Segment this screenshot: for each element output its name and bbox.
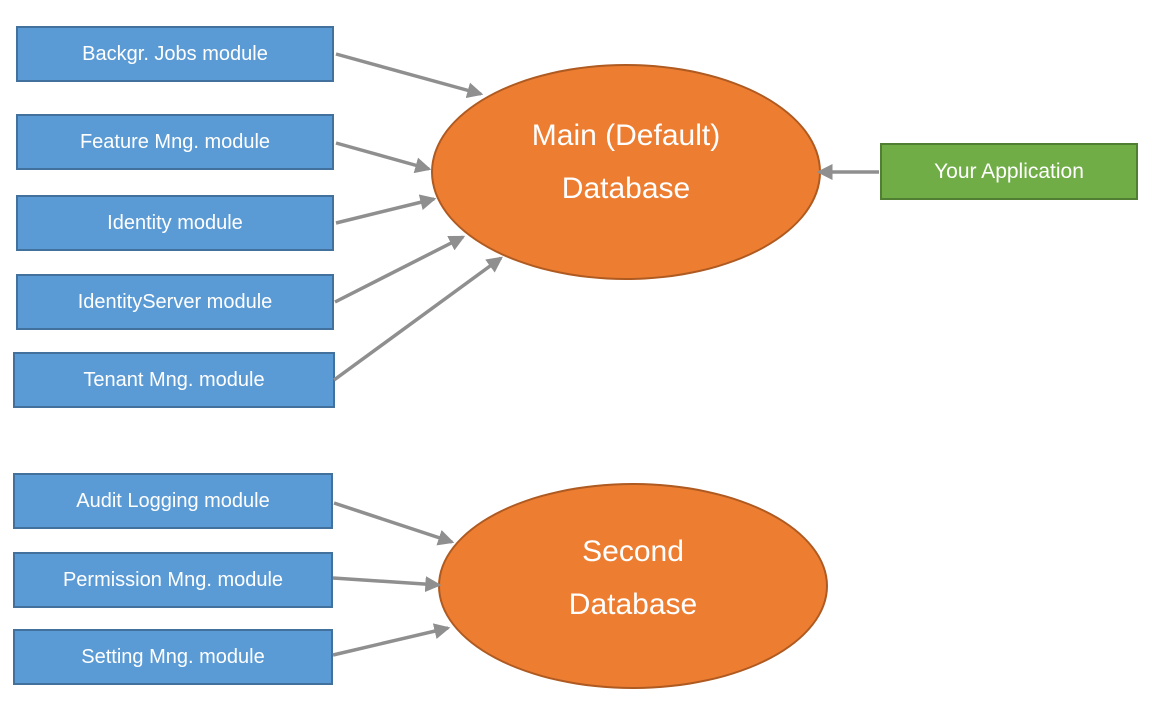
main-database-ellipse: Main (Default) Database [431,64,821,280]
module-label: Backgr. Jobs module [82,42,268,65]
arrow-connector [332,576,442,593]
module-label: Permission Mng. module [62,568,284,591]
arrow-connector [335,141,432,174]
module-label: Tenant Mng. module [83,368,265,391]
module-label: Identity module [107,211,243,234]
module-box-setting-mng: Setting Mng. module [13,629,333,685]
arrow-connector [332,256,503,382]
database-label-line: Main (Default) [531,119,721,152]
arrow-connector [335,194,437,225]
arrow-connector [334,235,466,304]
module-box-identity: Identity module [16,195,334,251]
your-application-box: Your Application [880,143,1138,200]
arrow-connector [332,623,451,657]
module-box-audit-logging: Audit Logging module [13,473,333,529]
module-box-tenant-mng: Tenant Mng. module [13,352,335,408]
database-label-line: Database [561,172,691,205]
second-database-ellipse: Second Database [438,483,828,689]
module-box-identityserver: IdentityServer module [16,274,334,330]
module-box-backgr-jobs: Backgr. Jobs module [16,26,334,82]
module-label: IdentityServer module [77,290,273,313]
application-label: Your Application [934,159,1084,183]
module-label: Setting Mng. module [81,645,265,668]
module-box-permission-mng: Permission Mng. module [13,552,333,608]
arrow-connector [333,501,455,546]
module-box-feature-mng: Feature Mng. module [16,114,334,170]
database-label-line: Second [582,535,684,568]
module-label: Audit Logging module [76,489,270,512]
arrow-connector [335,52,484,99]
module-label: Feature Mng. module [79,130,271,153]
database-label-line: Database [568,588,698,621]
